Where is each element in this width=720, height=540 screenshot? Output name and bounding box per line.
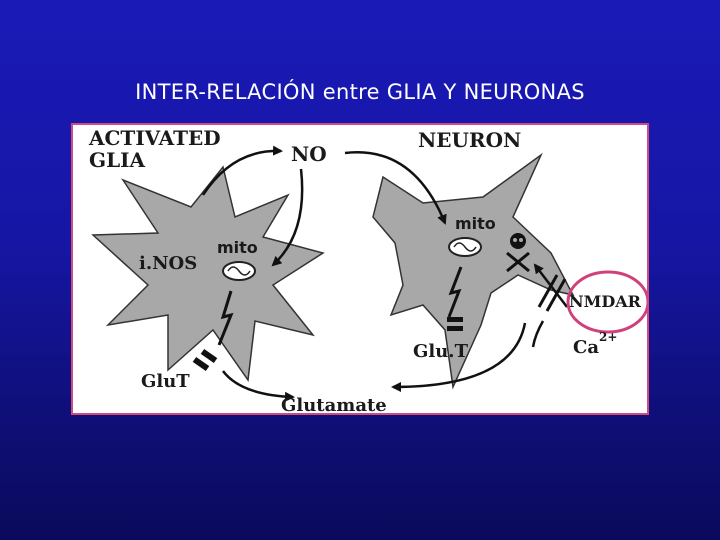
glutamate-recycle-arrow: [391, 322, 527, 392]
glutamate-label: Glutamate: [281, 395, 387, 415]
neuron-label: NEURON: [418, 128, 521, 152]
glia-glut-label: GluT: [141, 371, 190, 392]
calcium-label: Ca: [573, 337, 599, 358]
activated-glia-cell: [91, 165, 325, 383]
glia-mitochondrion-icon: [222, 261, 256, 281]
inos-label: i.NOS: [139, 253, 197, 274]
receptor-influx-arrow: [533, 263, 568, 308]
glia-glut-transporter-icon: [192, 348, 218, 372]
activated-glia-label-line1: ACTIVATED: [88, 126, 221, 150]
neuron-glut-transporter-icon: [447, 317, 463, 331]
diagram-canvas: ACTIVATED GLIA NEURON NO i.NOS mito mito…: [88, 126, 647, 415]
nmdar-receptor-icon: [537, 274, 567, 312]
no-to-glia-arrow: [271, 168, 304, 267]
no-label: NO: [291, 142, 327, 166]
neuron-mitochondrion-icon: [448, 237, 482, 257]
no-to-neuron-arrow: [344, 151, 447, 225]
glia-neuron-diagram: ACTIVATED GLIA NEURON NO i.NOS mito mito…: [71, 123, 649, 415]
nmdar-label: NMDAR: [569, 292, 642, 311]
neuron-cell: [372, 152, 575, 390]
glia-mito-label: mito: [217, 238, 258, 257]
activated-glia-label-line2: GLIA: [89, 148, 145, 172]
neuron-mito-label: mito: [455, 214, 496, 233]
neuron-lightning-icon: [447, 266, 463, 318]
calcium-charge-label: 2+: [599, 330, 617, 344]
ca-to-nmdar-arrow: [531, 320, 545, 348]
glia-lightning-icon: [217, 290, 234, 346]
slide-title: INTER-RELACIÓN entre GLIA Y NEURONAS: [135, 80, 585, 104]
glut-to-glutamate-arrow: [222, 370, 295, 402]
neuron-glut-label: Glu.T: [413, 341, 469, 362]
nmdar-highlight-circle: [566, 270, 647, 334]
glia-to-no-arrow: [201, 145, 283, 196]
skull-crossbones-icon: [506, 233, 530, 273]
